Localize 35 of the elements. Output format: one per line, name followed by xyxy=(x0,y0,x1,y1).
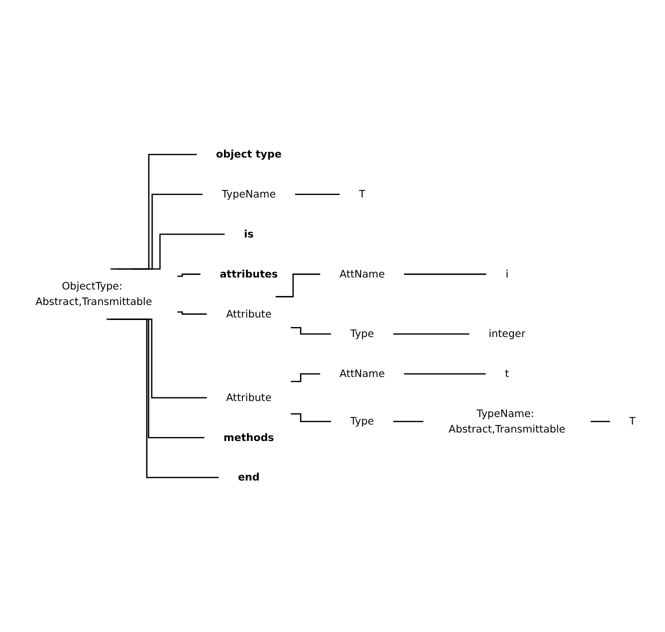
node-text: object type xyxy=(216,148,282,160)
connector xyxy=(290,373,320,382)
connector xyxy=(177,274,200,277)
node-text: Type xyxy=(350,415,374,428)
node-text: TypeName: Abstract,Transmittable xyxy=(448,407,566,436)
node-text: TypeName xyxy=(222,188,276,200)
connector xyxy=(276,274,320,298)
connector xyxy=(177,311,207,315)
connector xyxy=(393,333,470,335)
node-text: end xyxy=(238,471,260,484)
connector xyxy=(110,154,197,270)
connector xyxy=(404,373,486,375)
node-text: AttName xyxy=(339,268,385,280)
node-text: i xyxy=(506,268,508,280)
node-text: Attribute xyxy=(226,308,272,320)
node-text: AttName xyxy=(339,367,385,380)
connector xyxy=(590,420,610,422)
node-text: t xyxy=(505,367,510,380)
connector xyxy=(295,194,340,196)
node-text: T xyxy=(358,188,366,200)
connector xyxy=(290,327,331,335)
node-text: T xyxy=(629,415,636,428)
connector xyxy=(132,234,225,270)
connector xyxy=(117,194,202,270)
node-text: methods xyxy=(224,431,274,444)
node-text: ObjectType: Abstract,Transmittable xyxy=(35,280,152,308)
node-text: Attribute xyxy=(226,391,272,404)
node-text: integer xyxy=(488,328,526,340)
connector xyxy=(106,318,219,478)
connector xyxy=(404,274,486,275)
connector xyxy=(290,413,331,422)
connector xyxy=(393,420,424,422)
node-text: Type xyxy=(350,328,374,340)
node-text: is xyxy=(244,228,254,240)
node-text: attributes xyxy=(220,268,278,280)
